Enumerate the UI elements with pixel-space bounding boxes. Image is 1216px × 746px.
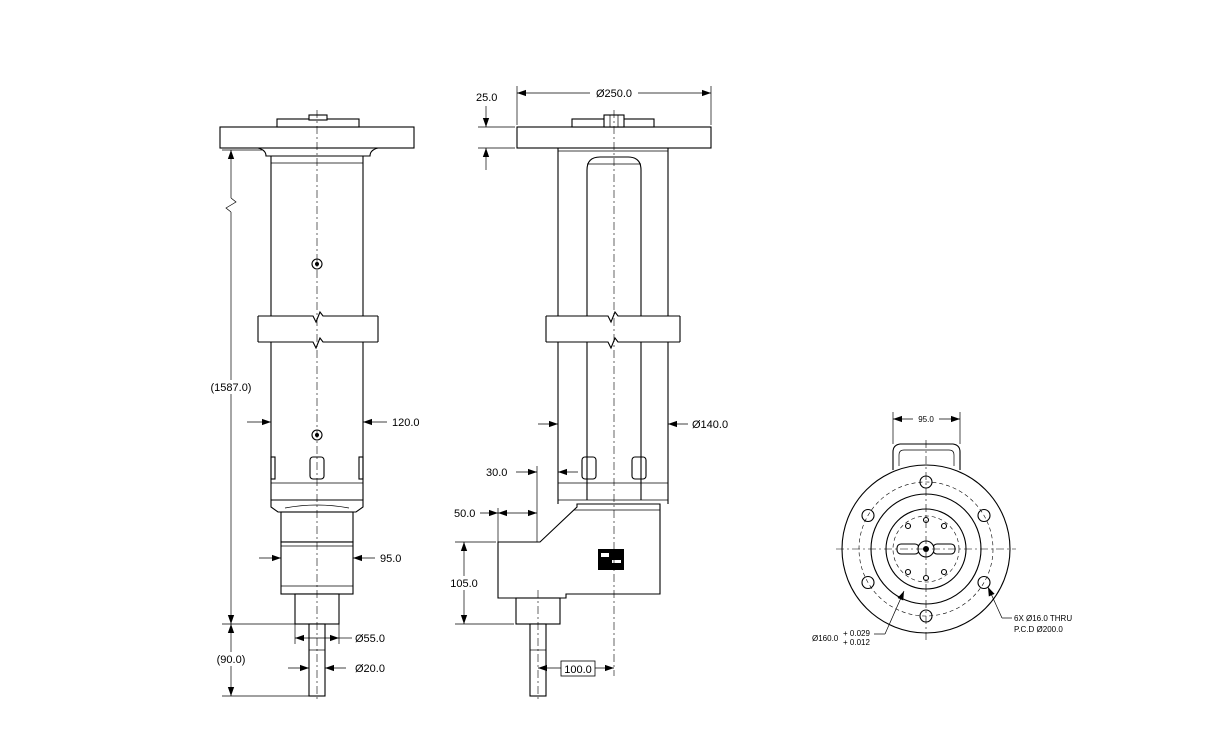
body-width-dim: 95.0	[380, 553, 401, 565]
bore-tolerance-lower: + 0.012	[843, 638, 870, 647]
offset-small-dim: 30.0	[486, 467, 507, 479]
tube-width-dim: 120.0	[392, 417, 420, 429]
flange-diameter-dim: Ø250.0	[596, 88, 632, 100]
hole-note-line1: 6X Ø16.0 THRU	[1014, 614, 1072, 623]
offset-arm-dim: 50.0	[454, 508, 475, 520]
handle-width-dim: 95.0	[918, 415, 934, 424]
pin-length-dim: (90.0)	[217, 654, 246, 666]
flange-thickness-dim: 25.0	[476, 92, 497, 104]
bore-diameter-dim: Ø160.0	[812, 634, 839, 643]
bore-tolerance-upper: + 0.029	[843, 629, 870, 638]
shaft-offset-dim: 100.0	[564, 664, 592, 676]
tube-diameter-dim: Ø140.0	[692, 419, 728, 431]
shaft-diameter-dim: Ø55.0	[355, 633, 385, 645]
bottom-view: 95.0 6X Ø16.0 THRU P.C.D Ø200.0 Ø160.0 +…	[812, 412, 1072, 647]
hole-note-line2: P.C.D Ø200.0	[1014, 625, 1063, 634]
side-view: (1587.0) (90.0) 120.0 95.0 Ø55.0 Ø20.0	[205, 110, 420, 702]
side-length-dim: (1587.0)	[211, 382, 252, 394]
front-view: Ø250.0 25.0 Ø140.0 30.0 50.0 105.0 100.0	[448, 86, 728, 700]
arm-height-dim: 105.0	[450, 578, 478, 590]
pin-diameter-dim: Ø20.0	[355, 663, 385, 675]
